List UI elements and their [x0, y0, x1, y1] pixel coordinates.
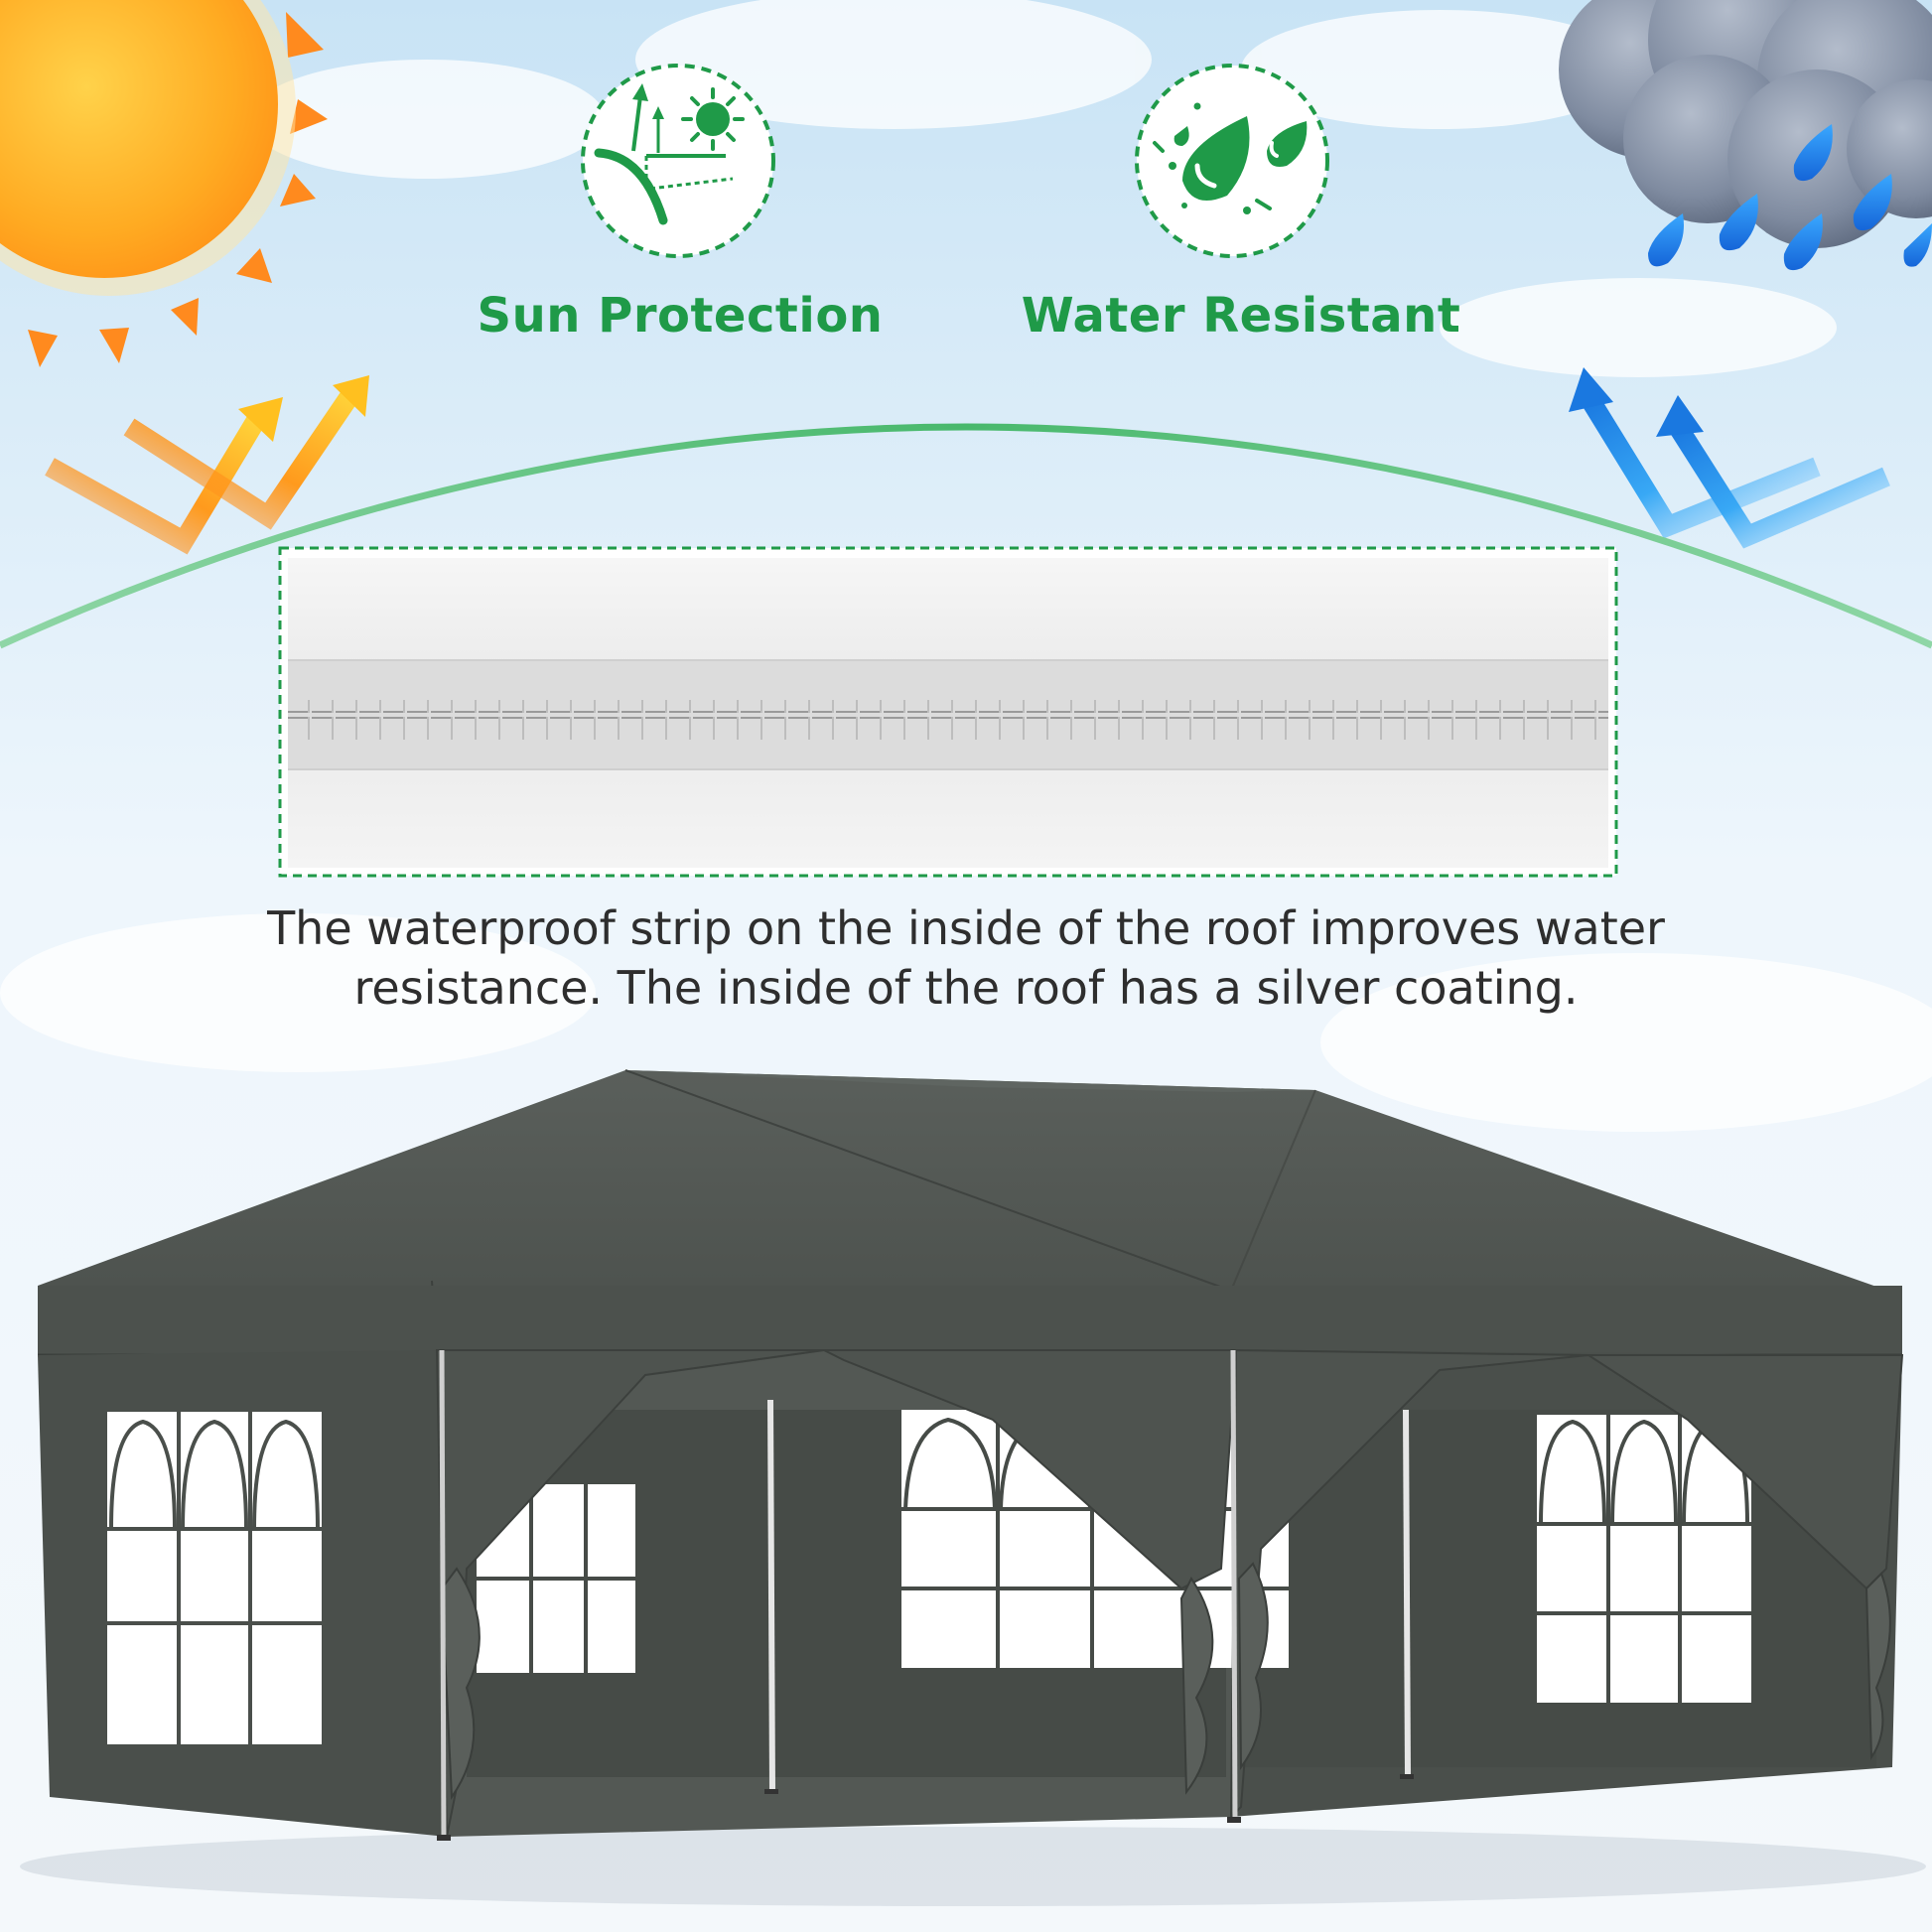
tent-image — [20, 1069, 1926, 1906]
rain-drops-icon — [1648, 124, 1932, 271]
sun-icon — [0, 0, 328, 367]
tent-window-right — [1537, 1415, 1751, 1703]
sun-protection-label: Sun Protection — [477, 288, 884, 344]
fabric-closeup-image — [278, 546, 1618, 878]
caption-line-2: resistance. The inside of the roof has a… — [353, 961, 1579, 1015]
water-resistant-label: Water Resistant — [1021, 288, 1461, 344]
soft-clouds — [0, 0, 1932, 1132]
storm-cloud-icon — [1559, 0, 1932, 248]
caption-text: The waterproof strip on the inside of th… — [119, 898, 1813, 1018]
tent-window-left — [107, 1412, 322, 1744]
water-drops-icon — [1135, 64, 1329, 258]
sun-ray-arrows — [45, 375, 369, 555]
rain-ray-arrows — [1569, 367, 1890, 549]
caption-line-1: The waterproof strip on the inside of th… — [267, 901, 1665, 955]
protection-arc — [0, 423, 1932, 649]
sun-protection-icon — [581, 64, 775, 258]
